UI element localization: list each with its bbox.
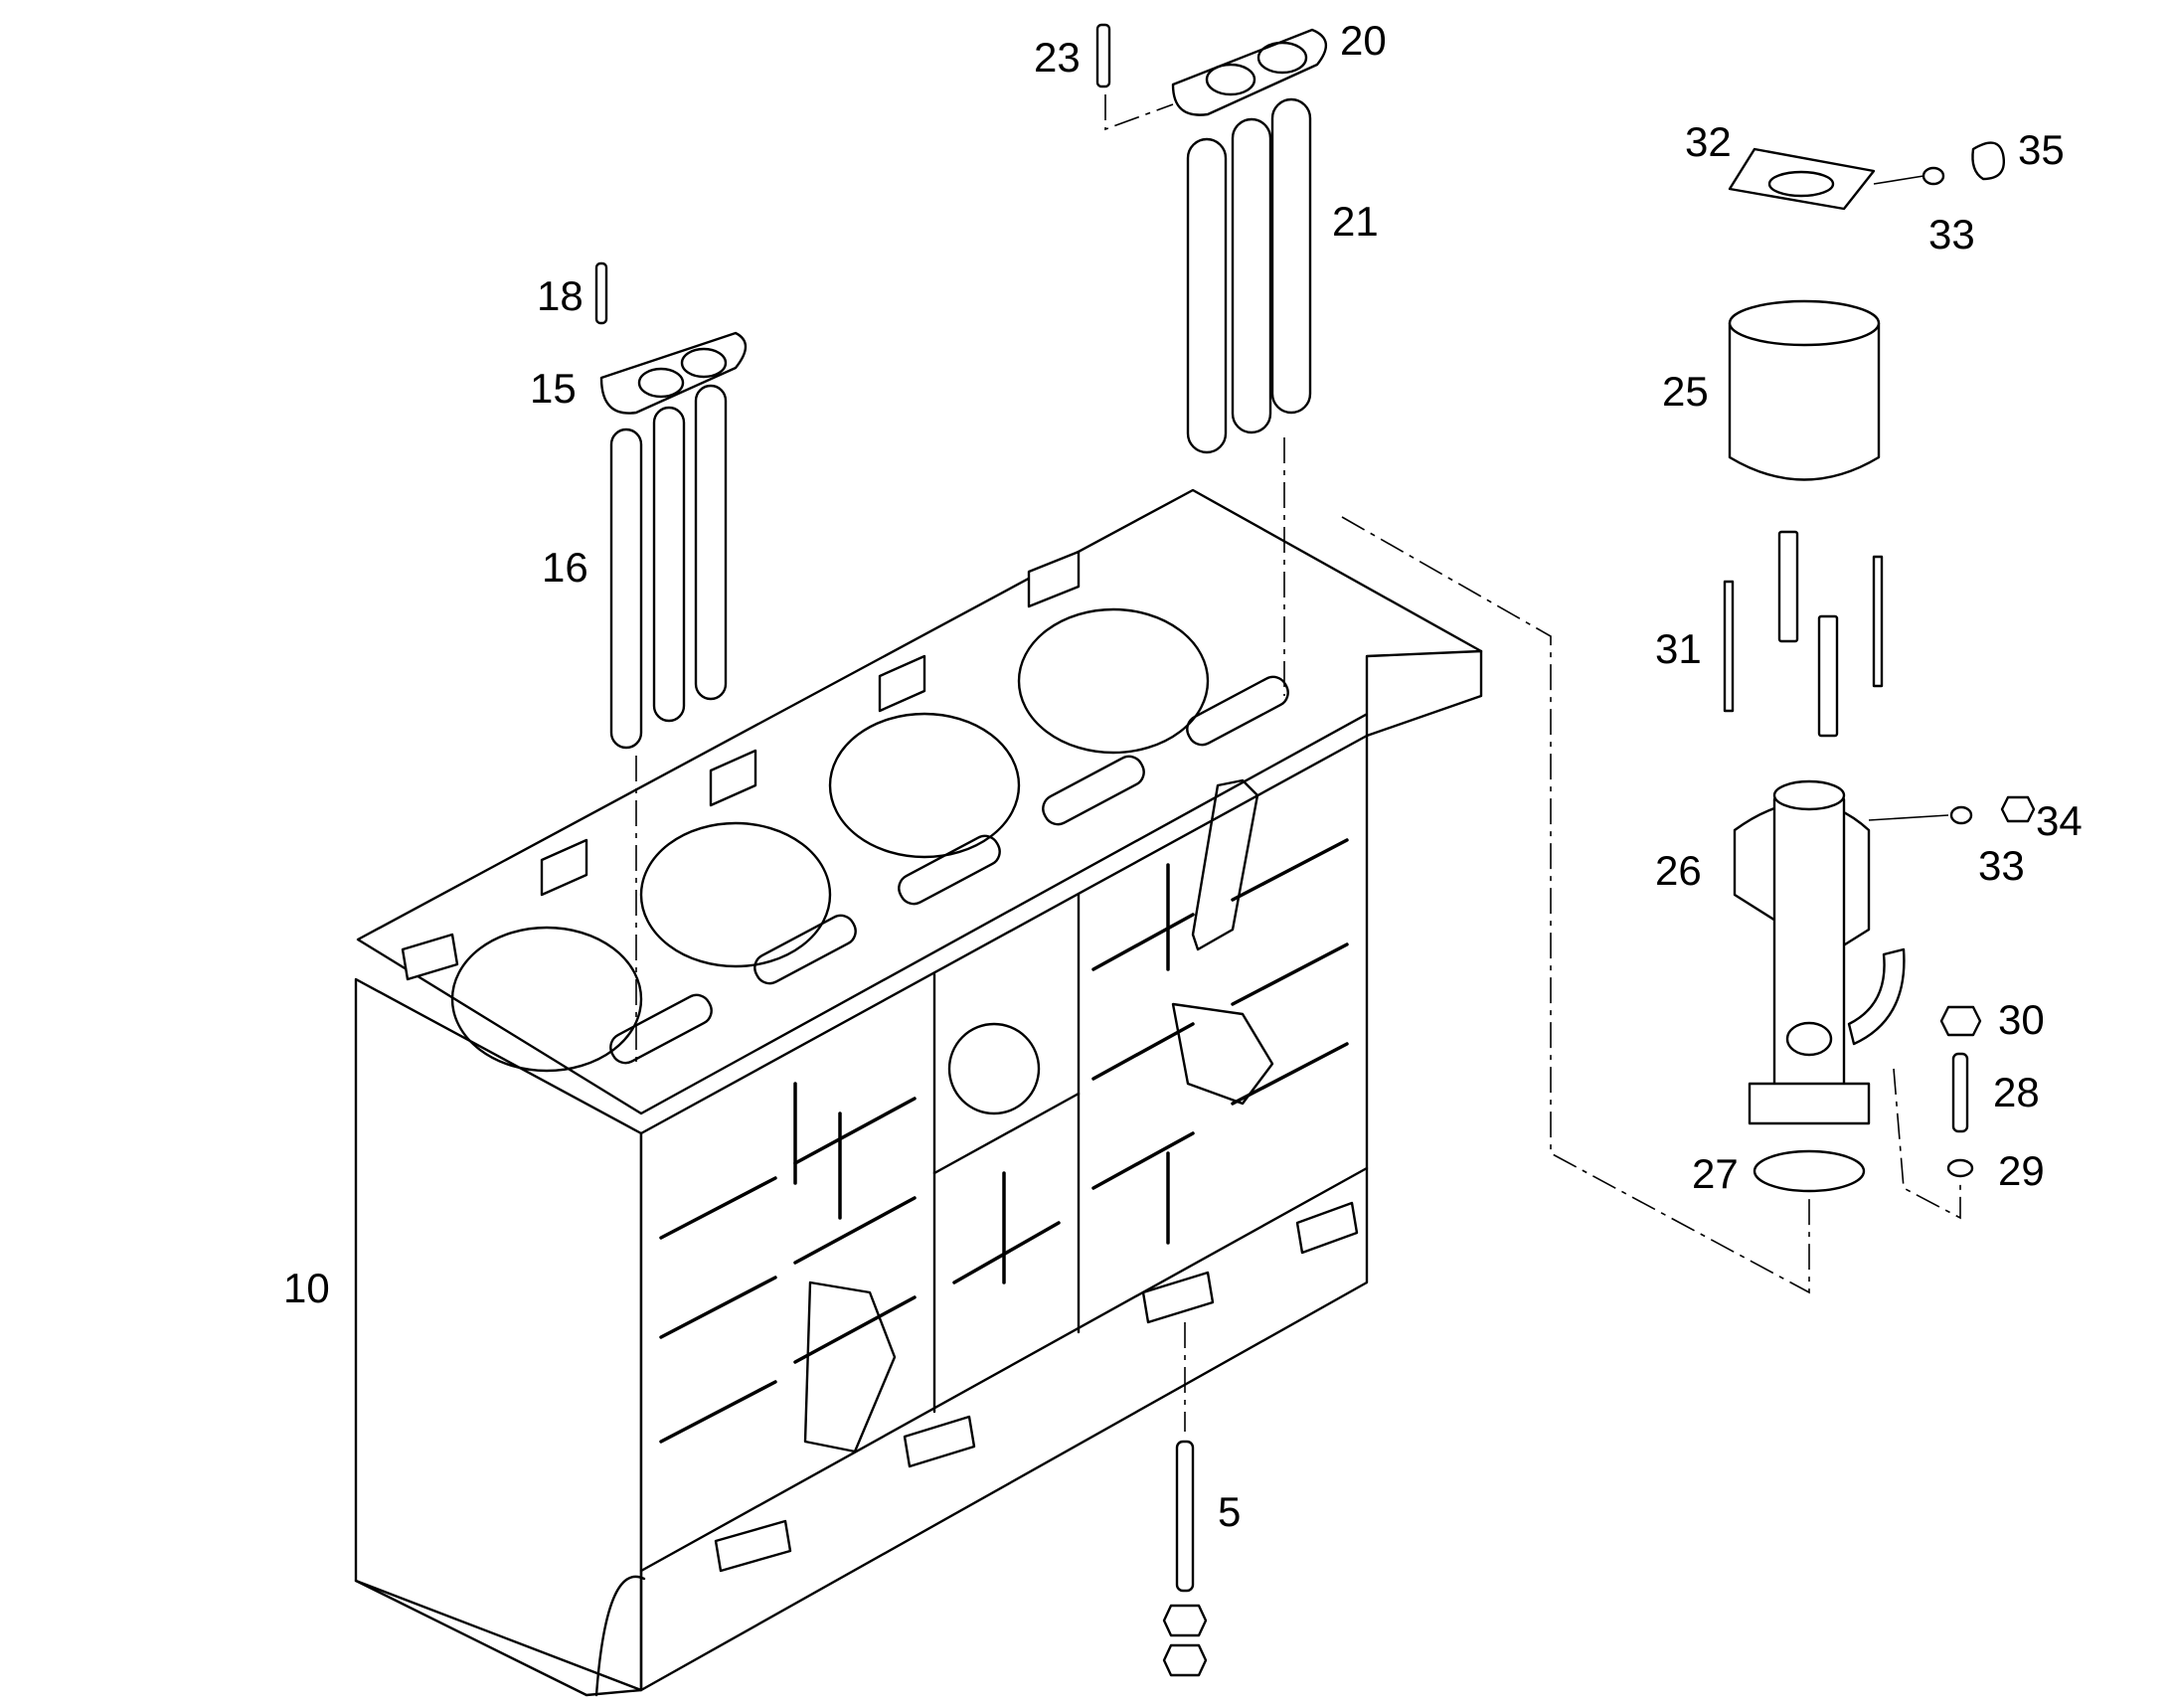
engine-block (354, 488, 1483, 1697)
callout-20: 20 (1340, 17, 1387, 64)
filter-assembly (1723, 141, 2036, 1193)
front-face-slots (659, 838, 1349, 1444)
callout-28: 28 (1993, 1069, 2040, 1115)
callout-10: 10 (283, 1265, 330, 1311)
cylinder-bores (450, 607, 1210, 1073)
callout-33-mid: 33 (1978, 842, 2025, 889)
callout-labels: 5 10 15 16 18 20 21 23 25 26 27 28 29 30… (283, 17, 2083, 1535)
callout-34: 34 (2036, 797, 2083, 844)
deck-passages (609, 675, 1289, 1065)
callout-30: 30 (1998, 996, 2045, 1043)
callout-32: 32 (1685, 118, 1732, 165)
callout-25: 25 (1662, 368, 1709, 415)
callout-35: 35 (2018, 126, 2065, 173)
callout-33-top: 33 (1928, 211, 1975, 257)
callout-5: 5 (1218, 1488, 1241, 1535)
callout-23: 23 (1034, 34, 1081, 81)
callout-18: 18 (537, 272, 584, 319)
callout-29: 29 (1998, 1147, 2045, 1194)
callout-27: 27 (1692, 1150, 1739, 1197)
callout-15: 15 (530, 365, 577, 412)
deck-bosses (401, 550, 1081, 981)
center-lines (635, 94, 1961, 1432)
liner-assembly-left (594, 261, 748, 750)
callout-26: 26 (1655, 847, 1702, 894)
callout-31: 31 (1655, 625, 1702, 672)
liner-assembly-right (1095, 23, 1327, 454)
callout-16: 16 (542, 544, 588, 591)
callout-21: 21 (1332, 198, 1379, 245)
stud-and-nuts (1162, 1440, 1208, 1677)
